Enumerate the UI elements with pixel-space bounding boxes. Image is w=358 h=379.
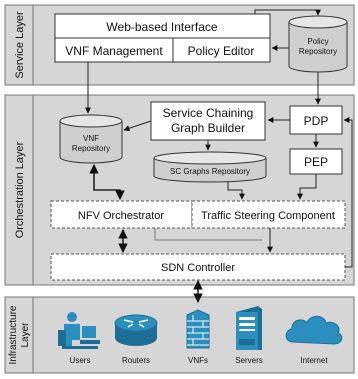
web-interface-label: Web-based Interface [106, 20, 218, 34]
internet-label: Internet [300, 356, 328, 365]
users-label: Users [70, 356, 91, 365]
cloud-icon [285, 315, 343, 345]
traffic-steering-label: Traffic Steering Component [201, 210, 335, 222]
policy-repository-line1: Policy [307, 37, 328, 46]
routers-label: Routers [122, 356, 150, 365]
pep-label: PEP [304, 155, 328, 169]
router-icon [114, 314, 158, 346]
sdn-controller-label: SDN Controller [161, 262, 235, 274]
pdp-label: PDP [304, 114, 329, 128]
users-icon [58, 312, 100, 349]
nfv-orchestrator-box [50, 200, 193, 229]
sc-graphs-repository-cylinder: SC Graphs Repository [153, 151, 267, 183]
sc-graphs-repository-label: SC Graphs Repository [170, 167, 250, 176]
server-icon [236, 306, 262, 350]
policy-repository-line2: Repository [299, 47, 337, 56]
policy-editor-label: Policy Editor [188, 44, 255, 58]
orchestration-layer-label: Orchestration Layer [14, 141, 26, 238]
traffic-steering-box [191, 200, 346, 229]
service-layer-label: Service Layer [14, 11, 26, 79]
connectors [85, 9, 353, 303]
pep-box [289, 148, 343, 175]
sc-graph-builder-line1: Service Chaining [163, 106, 254, 120]
vnfs-label: VNFs [188, 356, 208, 365]
vnf-repository-cylinder: VNF Repository [59, 114, 123, 164]
vnf-firewall-icon [186, 309, 210, 349]
sdn-controller-box [50, 253, 346, 281]
policy-repository-cylinder: Policy Repository [288, 15, 348, 73]
sc-graph-builder-line2: Graph Builder [171, 121, 245, 135]
vnf-repository-line2: Repository [72, 144, 110, 153]
servers-label: Servers [235, 356, 263, 365]
vnf-repository-line1: VNF [83, 134, 99, 143]
vnf-management-label: VNF Management [65, 44, 163, 58]
infrastructure-layer-label-line1: InfrastructureLayer [8, 305, 31, 364]
nfv-orchestrator-label: NFV Orchestrator [78, 210, 165, 222]
